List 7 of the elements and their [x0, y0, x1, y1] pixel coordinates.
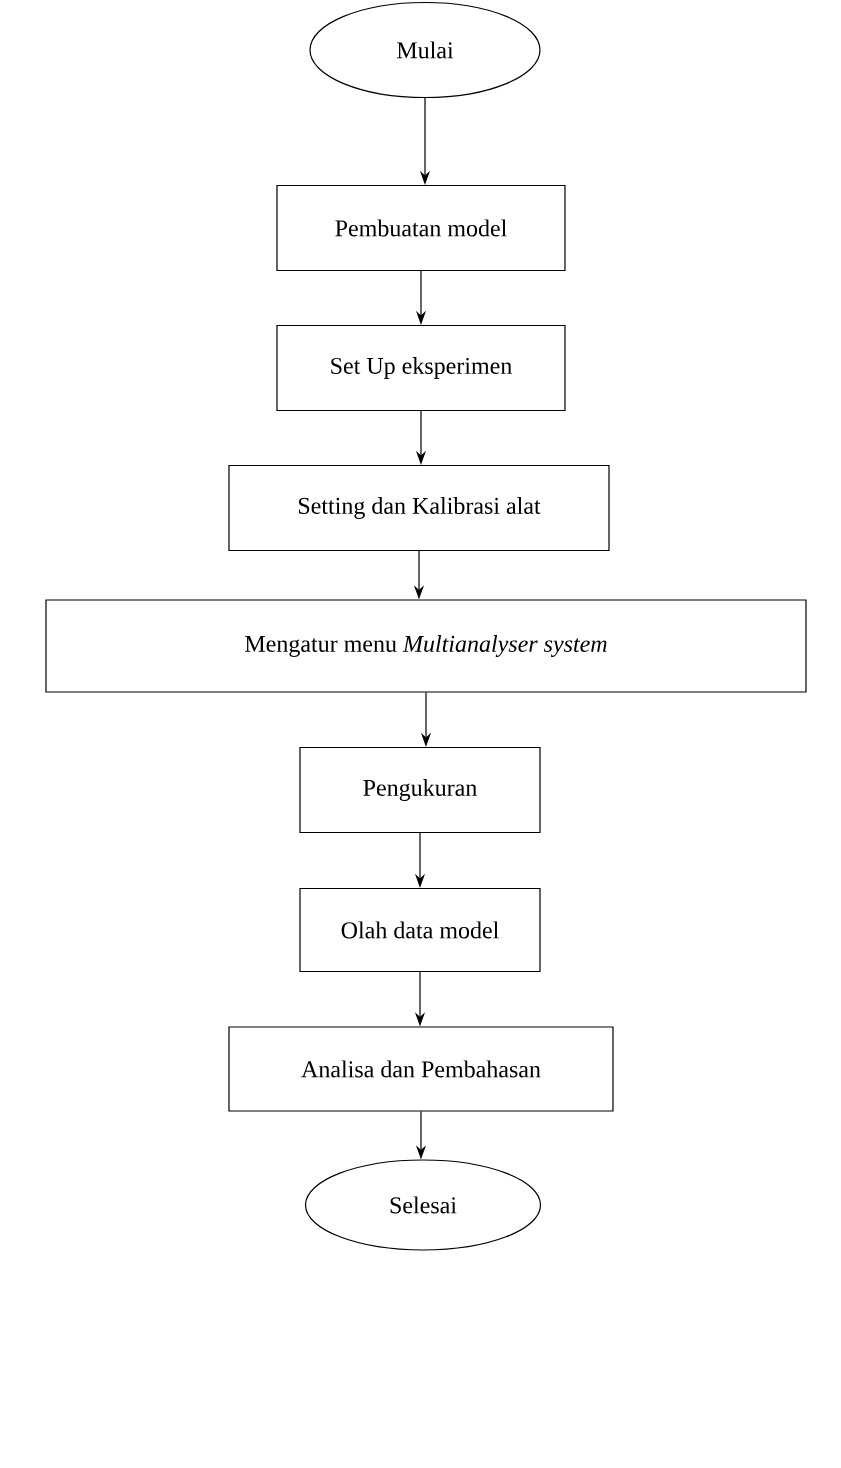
process-box: Analisa dan Pembahasan	[228, 1026, 614, 1112]
process-box: Pengukuran	[299, 746, 541, 834]
process-box: Setting dan Kalibrasi alat	[228, 464, 610, 552]
process-box: Mengatur menu Multianalyser system	[45, 599, 807, 693]
process-box: Set Up eksperimen	[276, 324, 566, 412]
process-box: Pembuatan model	[276, 184, 566, 272]
process-box: Olah data model	[299, 887, 541, 973]
